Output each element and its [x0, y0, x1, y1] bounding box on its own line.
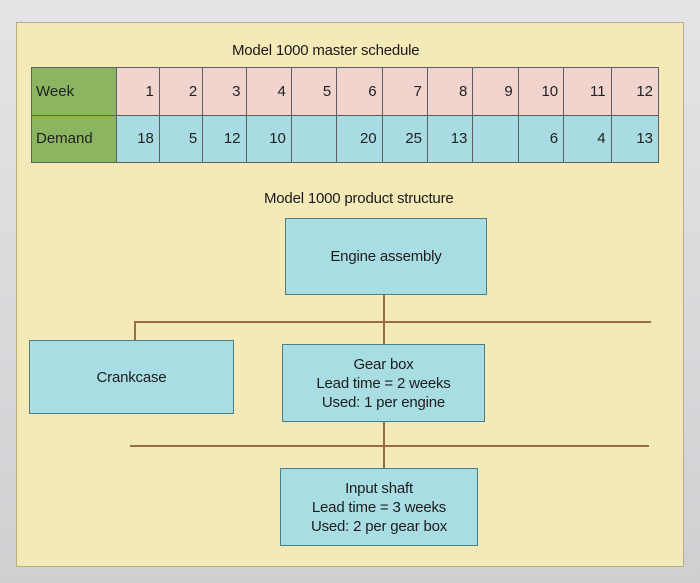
demand-cell: 10 [245, 114, 292, 163]
week-cell: 4 [245, 67, 292, 116]
crankcase-drop-line [134, 321, 136, 340]
master-schedule-title: Model 1000 master schedule [232, 42, 420, 59]
input-shaft-node: Input shaft Lead time = 3 weeks Used: 2 … [280, 468, 478, 546]
gear-box-usage: Used: 1 per engine [321, 393, 446, 411]
week-label: Week [31, 67, 117, 116]
gear-box-label: Gear box [353, 355, 414, 373]
shaft-drop-line [383, 445, 385, 468]
demand-cell: 13 [426, 114, 474, 163]
level-two-bar-line [130, 445, 649, 447]
product-structure-title: Model 1000 product structure [264, 190, 454, 207]
input-shaft-label: Input shaft [345, 479, 413, 497]
demand-cell: 4 [563, 114, 612, 163]
crankcase-label: Crankcase [96, 368, 167, 386]
week-cell: 3 [202, 67, 247, 116]
week-cell: 6 [336, 67, 383, 116]
demand-cell [290, 114, 338, 163]
week-row: Week 1 2 3 4 5 6 7 8 9 10 11 12 [31, 67, 660, 116]
demand-label: Demand [31, 114, 117, 163]
engine-assembly-node: Engine assembly [285, 218, 487, 295]
week-cell: 9 [472, 67, 519, 116]
week-cell: 12 [610, 67, 660, 116]
week-cell: 1 [115, 67, 160, 116]
week-cell: 11 [563, 67, 612, 116]
week-cell: 10 [517, 67, 565, 116]
input-shaft-lead-time: Lead time = 3 weeks [311, 498, 447, 516]
week-cell: 5 [290, 67, 338, 116]
demand-cell [472, 114, 519, 163]
engine-assembly-label: Engine assembly [330, 248, 442, 265]
engine-stem-line [383, 295, 385, 322]
week-cell: 8 [426, 67, 474, 116]
demand-cell: 6 [517, 114, 565, 163]
gearbox-drop-line [383, 321, 385, 344]
demand-cell: 20 [336, 114, 383, 163]
input-shaft-usage: Used: 2 per gear box [310, 517, 448, 535]
week-cell: 7 [381, 67, 429, 116]
demand-row: Demand 18 5 12 10 20 25 13 6 4 13 [31, 114, 660, 163]
gear-box-lead-time: Lead time = 2 weeks [316, 374, 451, 392]
demand-cell: 12 [202, 114, 247, 163]
demand-cell: 25 [381, 114, 429, 163]
gearbox-stem-line [383, 422, 385, 446]
demand-cell: 5 [158, 114, 204, 163]
demand-cell: 13 [610, 114, 660, 163]
crankcase-node: Crankcase [29, 340, 234, 414]
week-cell: 2 [158, 67, 204, 116]
demand-cell: 18 [115, 114, 160, 163]
master-schedule-table: Week 1 2 3 4 5 6 7 8 9 10 11 12 Demand 1… [31, 67, 660, 163]
level-one-bar-line [134, 321, 651, 323]
gear-box-node: Gear box Lead time = 2 weeks Used: 1 per… [282, 344, 485, 422]
